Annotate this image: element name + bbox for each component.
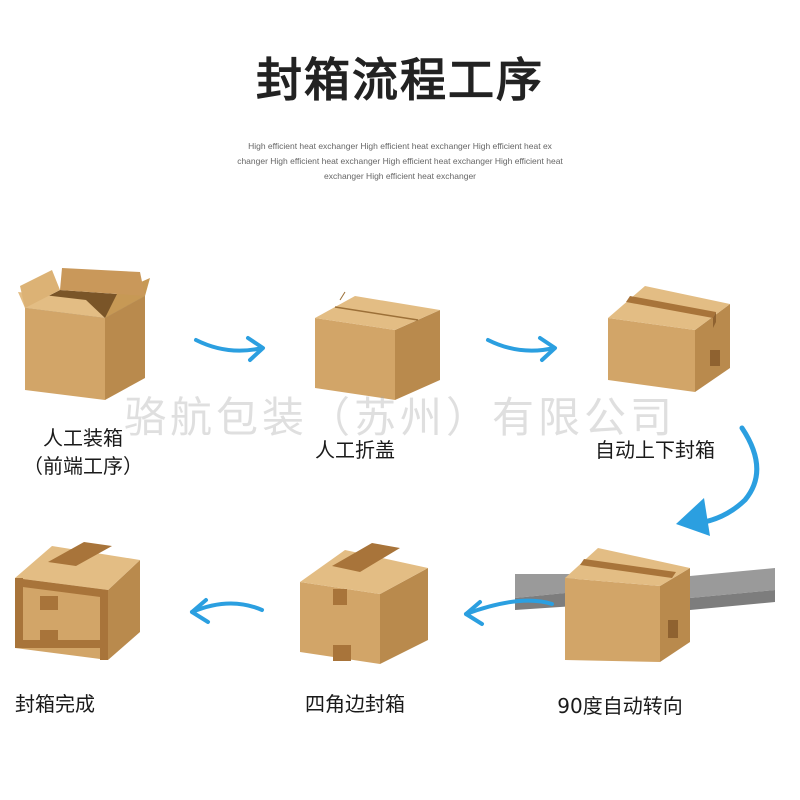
arrow-right-icon [194,338,264,353]
arrow-left-icon [464,598,554,616]
conveyor-box-icon [515,548,775,662]
step-sublabel: （前端工序） [23,454,143,478]
subtitle-text: High efficient heat exchanger High effic… [205,139,595,184]
step-label-done: 封箱完成 [15,692,95,716]
open-box-icon [18,268,150,400]
subtitle-line: High efficient heat exchanger High effic… [248,141,552,151]
step-label-manual-fold: 人工折盖 [315,438,395,462]
arrow-left-icon [190,601,264,614]
step-label-auto-seal: 自动上下封箱 [595,438,715,462]
folded-box-icon [315,291,440,400]
finished-box-icon [15,542,140,660]
step-label-manual-packing: 人工装箱 （前端工序） [8,424,158,480]
arrow-head-icon [538,336,557,362]
arrow-head-icon [246,336,265,362]
step-label-auto-turn: 90度自动转向 [557,694,683,718]
step-label: 人工装箱 [43,426,123,450]
arrow-right-icon [486,338,556,353]
page-title: 封箱流程工序 [256,53,544,107]
subtitle-line: exchanger High efficient heat exchanger [324,171,476,181]
arrow-head-icon [464,600,484,626]
corner-taped-box-icon [300,543,428,664]
arrow-head-icon [676,498,710,536]
arrow-head-icon [190,598,210,624]
step-label-corner-seal: 四角边封箱 [305,692,405,716]
taped-box-icon [608,286,730,392]
curved-arrow-down-icon [687,425,760,527]
subtitle-line: changer High efficient heat exchanger Hi… [237,156,563,166]
